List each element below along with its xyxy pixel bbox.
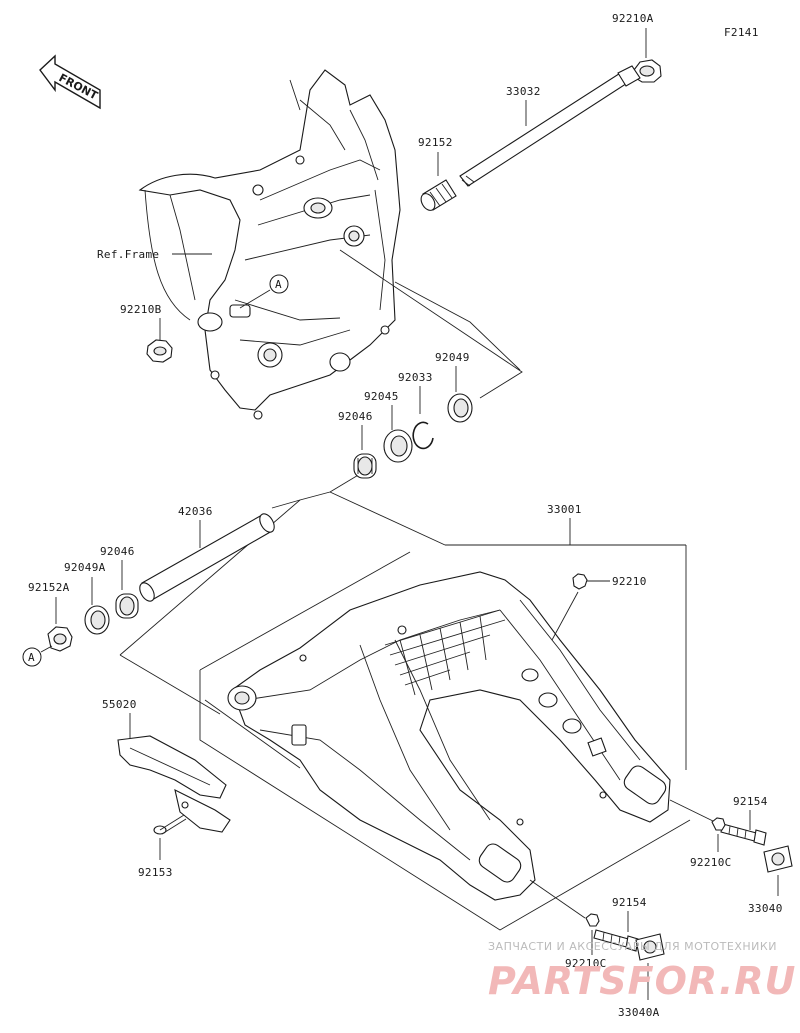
- swingarm-33001: [227, 571, 671, 901]
- label-92210C-right: 92210C: [690, 856, 732, 869]
- needle-bearing-92046-left: [115, 593, 139, 619]
- label-92046-top: 92046: [338, 410, 373, 423]
- svg-text:A: A: [28, 651, 35, 664]
- label-92154-right: 92154: [733, 795, 768, 808]
- label-92033: 92033: [398, 371, 433, 384]
- spacer-42036: [139, 513, 275, 602]
- collar-92152A: [47, 626, 73, 652]
- seal-92049A: [84, 605, 110, 635]
- adjuster-33040A: [635, 933, 665, 961]
- chain-guard-55020: [117, 735, 231, 833]
- label-92046-left: 92046: [100, 545, 135, 558]
- bolt-92153: [153, 814, 187, 835]
- nut-92210: [572, 573, 588, 590]
- svg-text:A: A: [275, 278, 282, 291]
- label-92154-left: 92154: [612, 896, 647, 909]
- ref-marker-a-frame: A: [239, 274, 289, 309]
- label-92210B: 92210B: [120, 303, 162, 316]
- circlip-92033: [412, 421, 434, 450]
- label-92045: 92045: [364, 390, 399, 403]
- reference-frame-drawing: [138, 69, 401, 420]
- label-92049A: 92049A: [64, 561, 106, 574]
- watermark-tagline: ЗАПЧАСТИ И АКСЕССУАРЫ ДЛЯ МОТОТЕХНИКИ: [488, 940, 777, 953]
- bearing-92045: [383, 429, 413, 463]
- adjuster-33040: [763, 845, 793, 873]
- bolt-92154-left: [593, 929, 639, 952]
- ref-frame-label: Ref.Frame: [97, 248, 159, 261]
- nut-92210C-right: [711, 817, 726, 831]
- diagram-id: F2141: [724, 26, 759, 39]
- label-33001: 33001: [547, 503, 582, 516]
- label-92153: 92153: [138, 866, 173, 879]
- label-33032: 33032: [506, 85, 541, 98]
- label-92049: 92049: [435, 351, 470, 364]
- pivot-shaft-33032: [459, 65, 641, 187]
- nut-92210C-left: [585, 913, 600, 927]
- label-33040: 33040: [748, 902, 783, 915]
- collar-92152: [420, 179, 457, 211]
- label-42036: 42036: [178, 505, 213, 518]
- label-92210C-left: 92210C: [565, 957, 607, 970]
- bolt-92154-right: [720, 823, 767, 846]
- label-92210A: 92210A: [612, 12, 654, 25]
- nut-92210B: [146, 339, 173, 363]
- label-55020: 55020: [102, 698, 137, 711]
- needle-bearing-92046-top: [353, 453, 377, 479]
- label-92152A: 92152A: [28, 581, 70, 594]
- label-92152: 92152: [418, 136, 453, 149]
- watermark-logo: PARTSFOR.RU: [488, 959, 796, 1003]
- label-92210: 92210: [612, 575, 647, 588]
- front-arrow-icon: FRONT: [39, 54, 101, 110]
- ref-marker-a-swingarm: A: [22, 645, 53, 667]
- label-33040A: 33040A: [618, 1006, 660, 1019]
- seal-92049: [447, 393, 473, 423]
